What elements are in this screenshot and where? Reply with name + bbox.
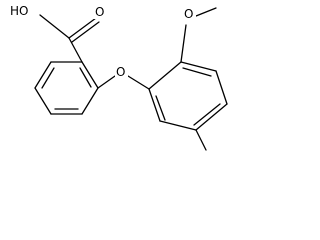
methoxy-group (180, 7, 217, 63)
carbonyl-oxygen-label: O (93, 4, 106, 19)
methyl-group (195, 129, 207, 151)
benzoic-acid-ring (34, 61, 99, 115)
svg-text:O: O (95, 5, 104, 19)
methoxy-methyl-ring (148, 61, 228, 131)
carboxyl-group (39, 14, 100, 63)
hydroxyl-oxygen-label: HO (8, 3, 30, 18)
molecular-structure-diagram: HO O O O (8, 3, 228, 151)
svg-text:O: O (116, 65, 125, 79)
svg-text:HO: HO (10, 4, 28, 18)
ether-linkage (97, 75, 150, 90)
svg-text:O: O (184, 7, 193, 21)
ether-oxygen-label: O (115, 64, 128, 79)
methoxy-oxygen-label: O (183, 6, 196, 21)
